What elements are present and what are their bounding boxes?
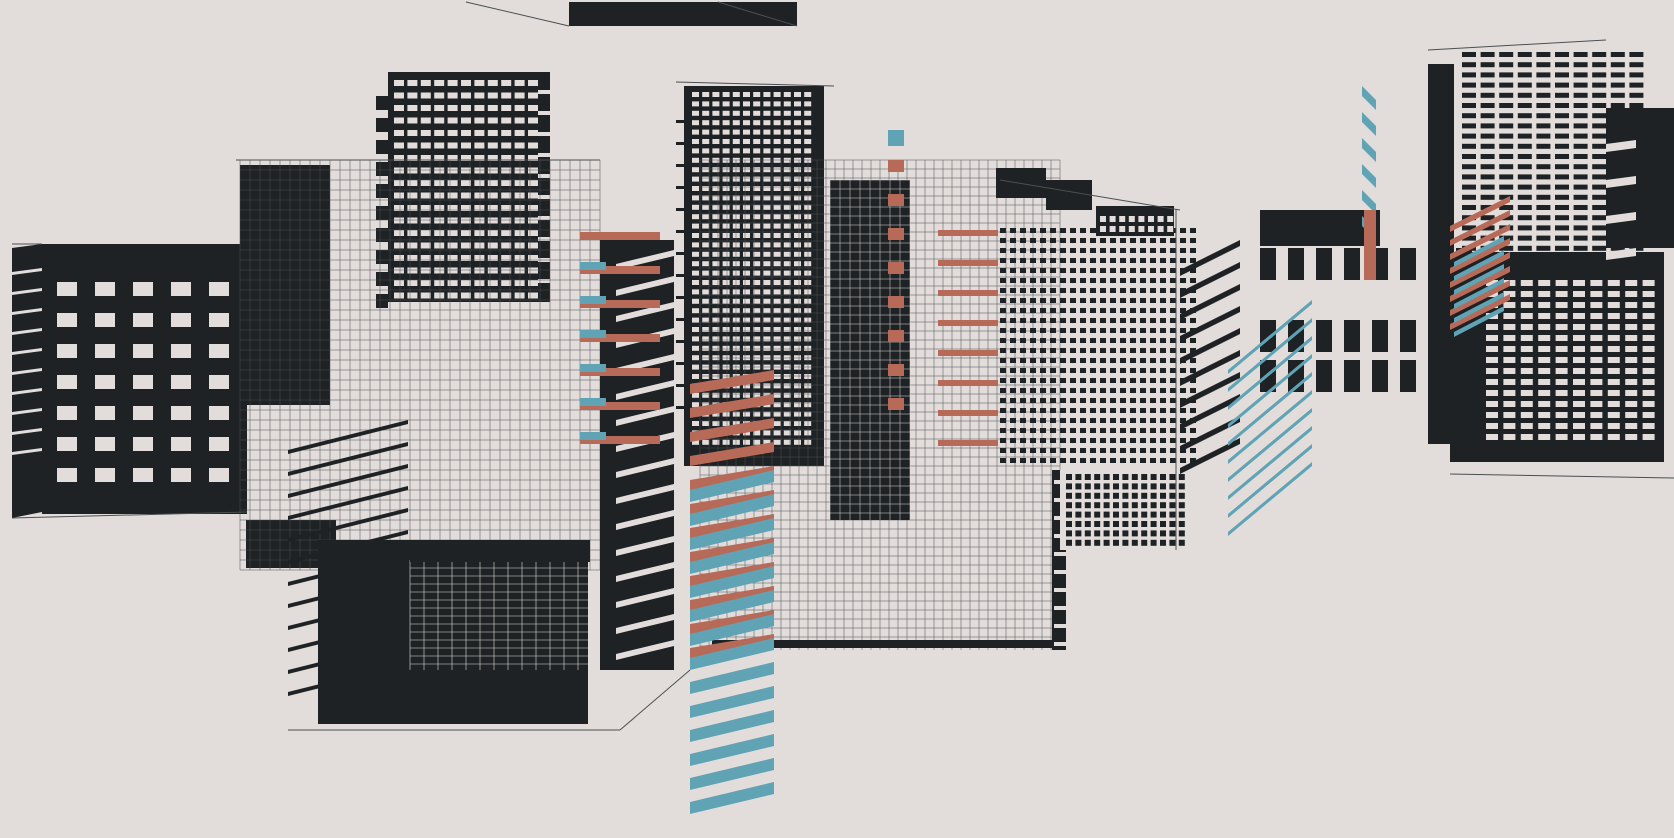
central-teal-marker — [888, 130, 904, 146]
left-accent-bars — [580, 232, 660, 444]
far-right-teal-fan — [1454, 236, 1504, 337]
center-right-checker-block — [999, 179, 1196, 550]
upper-tower-fins — [376, 96, 388, 308]
central-terracotta-short-bars — [938, 230, 998, 446]
checker-windows — [1000, 228, 1196, 463]
central-tower-windows — [692, 92, 812, 445]
right-striped-block — [1180, 210, 1472, 474]
central-teal-slants — [690, 470, 774, 814]
left-block-windows — [57, 282, 229, 482]
upper-tower-windows — [394, 80, 538, 299]
left-block-side-slits — [12, 268, 42, 455]
far-right-terracotta-fan — [1450, 196, 1510, 330]
far-right-tower — [1427, 39, 1674, 479]
central-accent-column — [690, 130, 998, 814]
left-lattice-block — [236, 159, 691, 731]
top-bar-block — [465, 1, 798, 27]
central-terracotta-column — [888, 160, 904, 410]
right-block-side-slants — [1180, 240, 1240, 474]
right-teal-diagonals — [1228, 300, 1312, 536]
upper-grid-tower — [376, 72, 550, 308]
right-teal-lines — [1228, 86, 1376, 536]
central-tower-fins — [676, 120, 686, 409]
central-dark-grid — [829, 179, 911, 520]
left-teal-bars — [580, 262, 606, 440]
left-lattice-inner-grid — [409, 559, 590, 670]
checker-lower-windows — [1066, 474, 1185, 546]
central-terracotta-slants — [690, 370, 774, 658]
right-stripes-top — [1260, 248, 1472, 280]
far-right-slits — [1606, 140, 1636, 260]
right-terracotta-column — [1364, 210, 1376, 280]
far-right-accent-fan — [1450, 196, 1510, 337]
checker-top-windows — [1100, 216, 1174, 232]
left-lattice-right-slants — [616, 250, 674, 660]
left-lattice-diagonal-rods — [288, 420, 408, 696]
left-windowed-block — [11, 243, 248, 519]
